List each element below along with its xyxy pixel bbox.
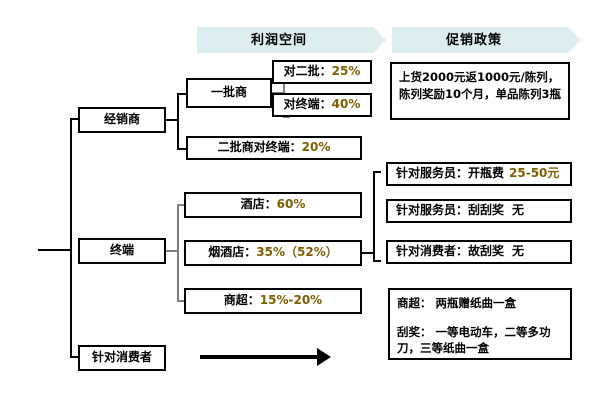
box-margin-second-tier-label: 对二批： — [283, 64, 332, 79]
box-second-tier-to-terminal: 二批商对终端：20% — [186, 136, 362, 160]
node-terminal-label: 终端 — [109, 243, 134, 258]
node-consumer: 针对消费者 — [78, 345, 166, 371]
node-distributor-label: 经销商 — [103, 112, 140, 127]
box-channel-hotel-label: 酒店： — [240, 197, 277, 212]
promo-server-scratch: 针对服务员：刮刮奖 无 — [386, 199, 572, 223]
box-second-tier-to-terminal-value: 20% — [301, 140, 331, 155]
box-channel-supermarket-value: 15%-20% — [259, 293, 323, 308]
consumer-arrow-line — [200, 355, 318, 359]
node-distributor: 经销商 — [78, 107, 166, 133]
connector-promo-top — [373, 171, 381, 173]
promo-server-opening-fee-label: 针对服务员：开瓶费 — [396, 166, 505, 181]
promo-server-opening-fee-value: 25-50元 — [509, 166, 560, 181]
connector-promo-vert — [373, 171, 375, 262]
brace-bottom-arm — [70, 356, 82, 358]
box-channel-hotel-value: 60% — [276, 197, 306, 212]
connector-distributor-vert — [177, 93, 179, 150]
promo-server-scratch-label: 针对服务员：刮刮奖 — [396, 203, 505, 218]
promo-distributor-policy: 上货2000元返1000元/陈列，陈列奖励10个月，单品陈列3瓶 — [390, 62, 570, 120]
box-margin-terminal: 对终端：40% — [272, 93, 372, 117]
box-channel-tobacco-liquor: 烟酒店：35%（52%） — [184, 240, 362, 266]
box-channel-supermarket: 商超：15%-20% — [184, 288, 362, 314]
box-channel-hotel: 酒店：60% — [184, 192, 362, 218]
connector-first-tier-bottom — [283, 116, 290, 118]
box-margin-second-tier-value: 25% — [331, 64, 361, 79]
connector-terminal-bottom — [177, 300, 185, 302]
promo-server-scratch-value: 无 — [512, 203, 525, 218]
box-margin-terminal-label: 对终端： — [283, 97, 332, 112]
box-channel-supermarket-label: 商超： — [223, 293, 260, 308]
promo-consumer-policy: 商超： 两瓶赠纸曲一盒 刮奖： 一等电动车，二等多功刀，三等纸曲一盒 — [388, 288, 572, 360]
box-second-tier-to-terminal-label: 二批商对终端： — [217, 140, 302, 155]
box-margin-second-tier: 对二批：25% — [272, 60, 372, 84]
box-margin-terminal-value: 40% — [331, 97, 361, 112]
connector-promo-stem — [362, 252, 374, 254]
promo-consumer-scratch-label: 针对消费者：故刮奖 — [396, 244, 505, 259]
brace-vertical — [70, 118, 72, 358]
banner-profit-space: 利润空间 — [197, 27, 386, 53]
connector-terminal-stem — [166, 250, 178, 252]
box-first-tier-label: 一批商 — [210, 85, 247, 100]
connector-distributor-top — [177, 93, 186, 95]
promo-server-opening-fee: 针对服务员：开瓶费 25-50元 — [386, 162, 572, 186]
brace-top-arm — [70, 118, 82, 120]
promo-consumer-scratch-value: 无 — [512, 244, 525, 259]
box-first-tier: 一批商 — [186, 78, 272, 108]
connector-distributor-bottom — [177, 148, 186, 150]
promo-consumer-policy-spacer — [397, 312, 563, 324]
connector-terminal-vert — [177, 204, 179, 302]
connector-terminal-top — [177, 204, 185, 206]
banner-promo-policy-label: 促销政策 — [445, 32, 502, 48]
banner-promo-policy: 促销政策 — [392, 27, 581, 53]
promo-consumer-scratch: 针对消费者：故刮奖 无 — [386, 240, 572, 264]
brace-pointer — [38, 249, 71, 251]
node-consumer-label: 针对消费者 — [91, 350, 152, 365]
connector-distributor-stem — [166, 119, 178, 121]
connector-promo-bottom — [373, 260, 381, 262]
box-channel-tobacco-liquor-value: 35%（52%） — [256, 245, 338, 260]
node-terminal: 终端 — [78, 238, 166, 264]
box-channel-tobacco-liquor-label: 烟酒店： — [208, 245, 257, 260]
banner-profit-space-label: 利润空间 — [250, 32, 307, 48]
promo-distributor-policy-text: 上货2000元返1000元/陈列，陈列奖励10个月，单品陈列3瓶 — [399, 70, 562, 101]
promo-consumer-policy-line1: 商超： 两瓶赠纸曲一盒 — [397, 296, 517, 310]
promo-consumer-policy-line2: 刮奖： 一等电动车，二等多功刀，三等纸曲一盒 — [397, 324, 551, 356]
consumer-arrow-head-icon — [317, 348, 331, 366]
